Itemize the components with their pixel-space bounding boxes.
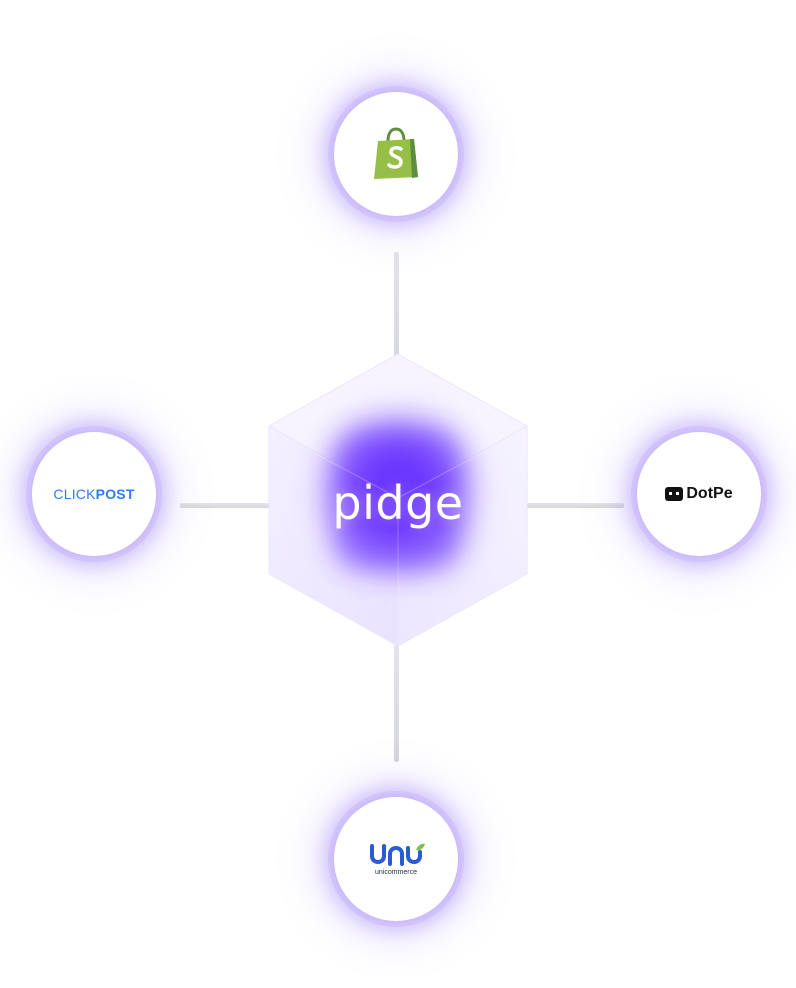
dotpe-node[interactable]: DotPe (637, 432, 761, 556)
shopify-node[interactable] (334, 92, 458, 216)
shopify-bag-icon (374, 127, 418, 179)
hub-label: pidge (332, 476, 464, 530)
pidge-hub: pidge (265, 350, 531, 650)
dotpe-label: DotPe (686, 485, 733, 502)
unicommerce-logo: unicommerce (366, 842, 426, 876)
clickpost-logo-bold: POST (95, 486, 135, 502)
unicommerce-node[interactable]: unicommerce (334, 797, 458, 921)
dotpe-icon (665, 487, 684, 501)
clickpost-node[interactable]: CLICKPOST (32, 432, 156, 556)
unicommerce-icon (370, 843, 425, 866)
connector-left (180, 503, 288, 508)
hub-cube-icon (267, 353, 529, 647)
clickpost-logo: CLICKPOST (53, 486, 134, 502)
clickpost-logo-light: CLICK (53, 486, 96, 502)
connector-bottom (394, 644, 399, 762)
unicommerce-label: unicommerce (374, 869, 417, 876)
connector-top (394, 252, 399, 372)
connector-right (512, 503, 624, 508)
dotpe-logo: DotPe (665, 485, 733, 503)
